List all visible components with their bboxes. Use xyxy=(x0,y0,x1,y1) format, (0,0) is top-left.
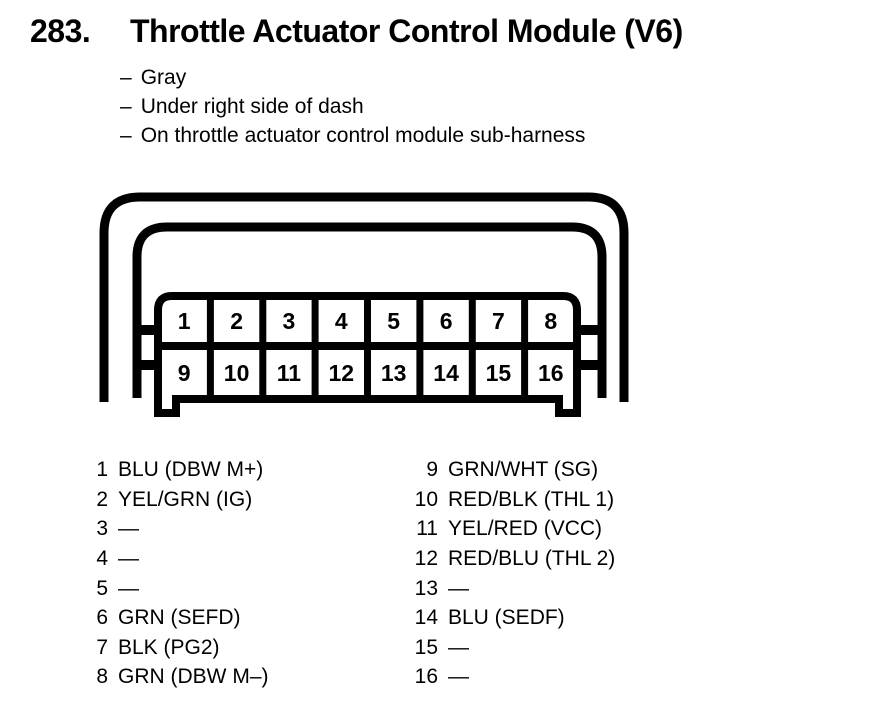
pin-number: 1 xyxy=(96,458,108,481)
pin-cell-7: 7 xyxy=(492,308,505,334)
pin-row-14: 14 BLU (SEDF) xyxy=(404,603,615,633)
pin-cell-10: 10 xyxy=(224,360,250,386)
pin-wire-label: YEL/RED (VCC) xyxy=(448,517,603,541)
pin-cell-13: 13 xyxy=(381,360,407,386)
pin-wire-label: BLU (DBW M+) xyxy=(118,458,264,481)
pin-number: 8 xyxy=(96,665,108,689)
page-title-row: 283. Throttle Actuator Control Module (V6… xyxy=(30,13,683,49)
pinout-column-right: 9 GRN/WHT (SG) 10 RED/BLK (THL 1) 11 YEL/RE… xyxy=(404,455,616,692)
pin-number: 9 xyxy=(426,458,438,481)
pin-wire-label: GRN (SEFD) xyxy=(118,606,241,630)
pin-number: 4 xyxy=(96,546,108,570)
pin-wire-label: GRN (DBW M–) xyxy=(118,665,269,689)
connector-inner-shell xyxy=(132,222,607,398)
dash-bullet: – xyxy=(120,95,132,118)
pin-cell-11: 11 xyxy=(277,360,302,386)
pin-number: 10 xyxy=(414,487,438,511)
pin-number: 12 xyxy=(414,546,438,570)
pin-wire-label: — xyxy=(448,576,469,600)
pin-number: 15 xyxy=(414,635,438,659)
pin-row-15: 15 — xyxy=(404,633,615,663)
pin-cell-4: 4 xyxy=(335,308,348,334)
pin-cell-16: 16 xyxy=(538,360,564,386)
pin-number: 3 xyxy=(96,517,108,541)
pin-row-2: 2 YEL/GRN (IG) xyxy=(76,485,269,515)
pin-wire-label: RED/BLU (THL 2) xyxy=(448,546,616,570)
pin-wire-label: — xyxy=(118,546,139,570)
pin-row-16: 16 — xyxy=(404,662,615,692)
pin-cell-9: 9 xyxy=(178,360,191,386)
note-color: –Gray xyxy=(120,66,187,89)
pin-number: 16 xyxy=(414,665,438,689)
pin-wire-label: — xyxy=(118,517,139,541)
pin-row-9: 9 GRN/WHT (SG) xyxy=(404,455,615,485)
pin-cell-12: 12 xyxy=(329,360,355,386)
pin-cell-5: 5 xyxy=(387,308,400,334)
notes-list: –Gray –Under right side of dash –On thro… xyxy=(120,63,585,150)
note-harness: –On throttle actuator control module sub… xyxy=(120,124,586,147)
pin-row-3: 3— xyxy=(76,514,269,544)
page-title: Throttle Actuator Control Module (V6) xyxy=(130,13,683,49)
pin-cell-2: 2 xyxy=(230,308,243,334)
pin-wire-label: BLU (SEDF) xyxy=(448,606,565,630)
pin-cell-6: 6 xyxy=(440,308,453,334)
pin-number: 14 xyxy=(414,606,438,630)
pin-wire-label: BLK (PG2) xyxy=(118,635,220,659)
pin-row-7: 7 BLK (PG2) xyxy=(76,633,269,663)
pin-wire-label: — xyxy=(448,665,469,689)
pin-cell-15: 15 xyxy=(486,360,512,386)
pin-cell-3: 3 xyxy=(283,308,296,334)
pin-row-8: 8 GRN (DBW M–) xyxy=(76,662,269,692)
pin-row-6: 6 GRN (SEFD) xyxy=(76,603,269,633)
pin-number: 7 xyxy=(96,635,108,659)
pin-cell-8: 8 xyxy=(544,308,557,334)
pin-wire-label: — xyxy=(448,635,469,659)
pin-row-5: 5— xyxy=(76,574,269,604)
pin-cell-14: 14 xyxy=(433,360,459,386)
connector-outer-shell xyxy=(99,192,629,402)
pin-row-12: 12 RED/BLU (THL 2) xyxy=(404,544,616,574)
dash-bullet: – xyxy=(120,66,132,89)
pin-number: 6 xyxy=(96,606,108,630)
pin-wire-label: — xyxy=(118,576,139,600)
pin-wire-label: YEL/GRN (IG) xyxy=(118,487,253,511)
pin-row-13: 13 — xyxy=(404,574,615,604)
item-number: 283. xyxy=(30,13,91,49)
pin-number: 11 xyxy=(416,517,438,541)
connector-diagram: 1 2 3 4 5 6 7 8 9 10 11 12 13 14 15 16 xyxy=(99,192,629,417)
pin-row-11: 11 YEL/RED (VCC) xyxy=(404,514,615,544)
pin-wire-label: GRN/WHT (SG) xyxy=(448,458,599,481)
pin-number: 2 xyxy=(96,487,108,511)
note-location: –Under right side of dash xyxy=(120,95,364,118)
pin-row-10: 10 RED/BLK (THL 1) xyxy=(404,485,615,515)
pin-cell-1: 1 xyxy=(178,308,191,334)
pin-row-1: 1 BLU (DBW M+) xyxy=(76,455,269,485)
pin-wire-label: RED/BLK (THL 1) xyxy=(448,487,615,511)
dash-bullet: – xyxy=(120,124,132,147)
pin-number: 13 xyxy=(414,576,438,600)
pin-row-4: 4— xyxy=(76,544,269,574)
pin-number: 5 xyxy=(96,576,108,600)
